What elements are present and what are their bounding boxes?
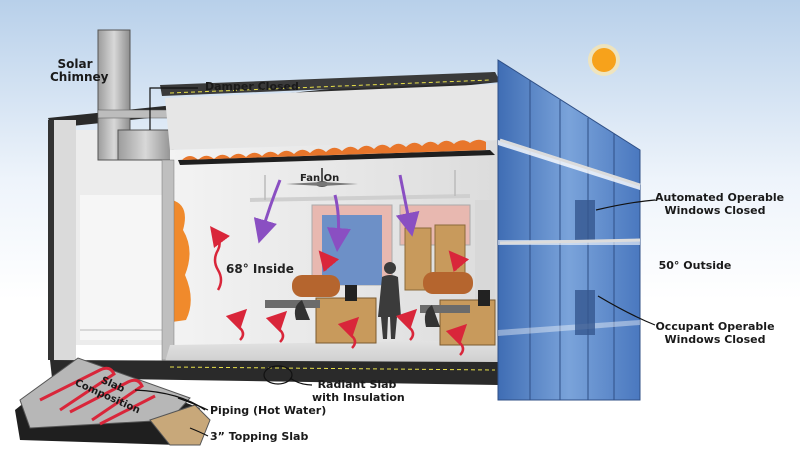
person-silhouette-icon — [378, 262, 401, 339]
cool-airflow-arrows — [253, 174, 420, 252]
slab-composition-inset — [15, 357, 211, 446]
floor — [165, 340, 498, 362]
occupant-windows-label: Occupant Operable Windows Closed — [655, 320, 775, 346]
fan-label: Fan On — [300, 173, 340, 184]
radiant-slab-label: Radiant Slab with Insulation — [312, 378, 405, 404]
radiant-ceiling-panel — [178, 139, 495, 165]
solar-chimney — [97, 29, 174, 161]
radiant-slab-label-line2: with Insulation — [312, 391, 405, 404]
damper-label: Damper Closed — [205, 80, 299, 93]
callout-lines — [134, 87, 656, 437]
radiant-slab-label-line1: Radiant Slab — [317, 378, 397, 391]
occupant-windows-label-line2: Windows Closed — [664, 333, 766, 346]
solar-chimney-label: Solar Chimney — [50, 57, 109, 84]
auto-windows-label: Automated Operable Windows Closed — [655, 191, 785, 217]
outside-temp-label: 50° Outside — [658, 259, 732, 272]
auto-windows-label-line1: Automated Operable — [655, 191, 785, 204]
ceiling-fan-icon — [286, 168, 358, 187]
ceiling — [165, 84, 498, 150]
topping-slab-label: 3” Topping Slab — [210, 430, 309, 443]
inside-temp-label: 68° Inside — [226, 262, 294, 276]
wall-insulation — [172, 200, 191, 322]
auto-windows-label-line2: Windows Closed — [664, 204, 766, 217]
solar-chimney-label-line1: Solar — [57, 57, 93, 71]
radiant-heat-arrows — [210, 225, 470, 356]
floor-slab — [50, 360, 498, 385]
occupant-windows-label-line1: Occupant Operable — [655, 320, 775, 333]
solar-chimney-label-line2: Chimney — [50, 70, 109, 84]
sun-icon — [588, 44, 620, 76]
sunshade-shelves — [499, 138, 641, 245]
piping-label: Piping (Hot Water) — [210, 404, 327, 417]
